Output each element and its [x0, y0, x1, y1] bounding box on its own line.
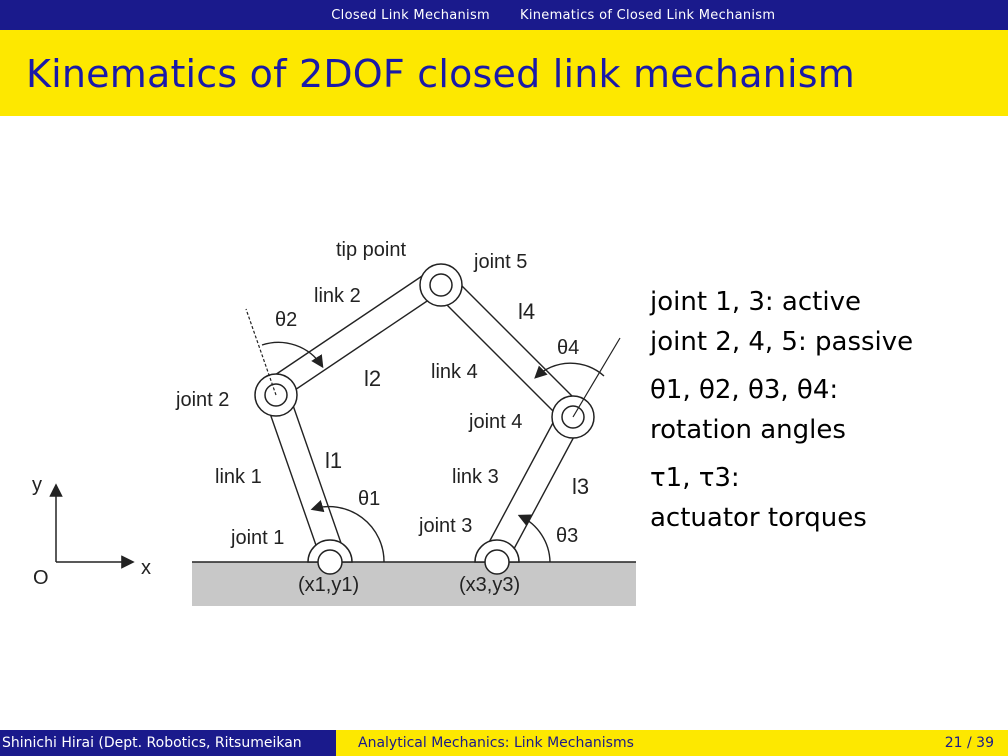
- footer-page-number: 21 / 39: [672, 730, 1008, 756]
- y-axis-label: y: [32, 474, 42, 496]
- angles-symbols-note: θ1, θ2, θ3, θ4:: [650, 375, 839, 405]
- joint-4-label: joint 4: [468, 411, 522, 433]
- ground-block: [192, 562, 636, 606]
- footer-bar: Shinichi Hirai (Dept. Robotics, Ritsumei…: [0, 730, 1008, 756]
- link-4-label: link 4: [431, 361, 478, 383]
- joint-5-label: joint 5: [473, 251, 527, 273]
- joint-3-label: joint 3: [418, 515, 472, 537]
- link-2-bar: [268, 269, 446, 399]
- mechanism-svg: tip point joint 5 link 2 l4 θ2 θ4 link 4…: [32, 239, 636, 606]
- nav-section-link[interactable]: Closed Link Mechanism: [0, 0, 504, 30]
- joint-1-circle: [307, 539, 353, 575]
- coord-1-label: (x1,y1): [298, 574, 359, 596]
- footer-course: Analytical Mechanics: Link Mechanisms: [336, 730, 672, 756]
- theta3-arc: [517, 514, 551, 563]
- l2-label: l2: [364, 366, 381, 391]
- torques-description: actuator torques: [650, 503, 867, 533]
- link-2-label: link 2: [314, 285, 361, 307]
- nav-subsection-link[interactable]: Kinematics of Closed Link Mechanism: [504, 0, 1008, 30]
- joint-3-circle: [474, 539, 520, 575]
- active-joints-note: joint 1, 3: active: [650, 287, 861, 317]
- joint-2-label: joint 2: [175, 389, 229, 411]
- angles-description: rotation angles: [650, 415, 846, 445]
- link-4-bar: [432, 273, 581, 422]
- theta1-arc: [310, 500, 385, 563]
- l3-label: l3: [572, 474, 589, 499]
- theta3-label: θ3: [556, 525, 578, 547]
- title-bar: Kinematics of 2DOF closed link mechanism: [0, 30, 1008, 116]
- link-1-label: link 1: [215, 466, 262, 488]
- footer-author: Shinichi Hirai (Dept. Robotics, Ritsumei…: [0, 730, 336, 756]
- theta1-label: θ1: [358, 488, 380, 510]
- l1-label: l1: [325, 448, 342, 473]
- coord-3-label: (x3,y3): [459, 574, 520, 596]
- slide-title: Kinematics of 2DOF closed link mechanism: [26, 52, 855, 96]
- passive-joints-note: joint 2, 4, 5: passive: [650, 327, 914, 357]
- link-3-label: link 3: [452, 466, 499, 488]
- theta2-arc: [261, 341, 324, 369]
- top-navigation: Closed Link Mechanism Kinematics of Clos…: [0, 0, 1008, 30]
- notes-panel: joint 1, 3: active joint 2, 4, 5: passiv…: [650, 282, 913, 538]
- joint-5-circle: [419, 263, 463, 307]
- theta4-label: θ4: [557, 337, 579, 359]
- l4-label: l4: [518, 299, 535, 324]
- theta2-label: θ2: [275, 309, 297, 331]
- theta4-reference-line: [572, 337, 621, 418]
- theta2-reference-line: [245, 308, 277, 396]
- joint-1-label: joint 1: [230, 527, 284, 549]
- link-1-bar: [264, 390, 342, 552]
- origin-label: O: [33, 567, 49, 589]
- mechanism-diagram: tip point joint 5 link 2 l4 θ2 θ4 link 4…: [0, 116, 640, 620]
- tip-point-label: tip point: [336, 239, 406, 261]
- torques-symbols-note: τ1, τ3:: [650, 463, 740, 493]
- x-axis-label: x: [141, 557, 151, 579]
- link-3-bar: [485, 405, 585, 561]
- theta4-arc: [534, 362, 605, 379]
